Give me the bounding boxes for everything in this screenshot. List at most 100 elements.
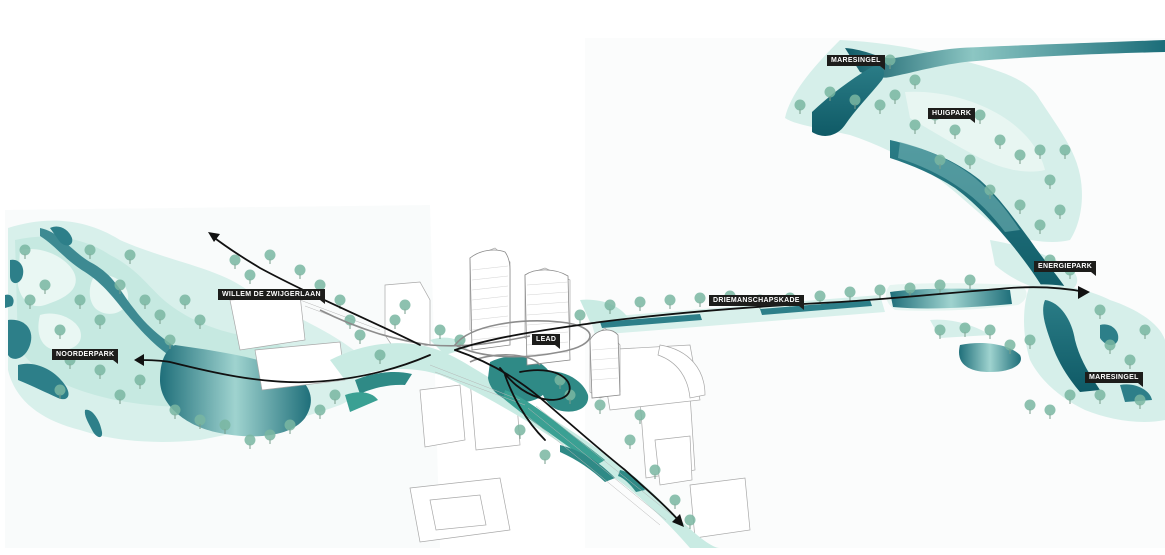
tree-trunk bbox=[599, 409, 601, 414]
tree-icon bbox=[194, 414, 206, 426]
tree-icon bbox=[244, 269, 256, 281]
tree-icon bbox=[1024, 334, 1036, 346]
tree-icon bbox=[169, 404, 181, 416]
tree-icon bbox=[314, 404, 326, 416]
tree-icon bbox=[1004, 339, 1016, 351]
tree-icon bbox=[554, 374, 566, 386]
tree-icon bbox=[1044, 174, 1056, 186]
tree-trunk bbox=[939, 334, 941, 339]
tree-trunk bbox=[969, 284, 971, 289]
tree-icon bbox=[389, 314, 401, 326]
tree-trunk bbox=[829, 96, 831, 101]
route-to-willem bbox=[211, 235, 421, 346]
tree-icon bbox=[314, 279, 326, 291]
tree-trunk bbox=[59, 334, 61, 339]
tree-icon bbox=[909, 119, 921, 131]
tree-trunk bbox=[334, 399, 336, 404]
tree-icon bbox=[1054, 204, 1066, 216]
tree-icon bbox=[1064, 389, 1076, 401]
tree-icon bbox=[874, 99, 886, 111]
tree-icon bbox=[1134, 394, 1146, 406]
tree-trunk bbox=[24, 254, 26, 259]
label-lead: LEAD bbox=[532, 334, 561, 349]
tree-icon bbox=[124, 249, 136, 261]
tree-trunk bbox=[979, 119, 981, 124]
tree-icon bbox=[154, 309, 166, 321]
tree-trunk bbox=[629, 444, 631, 449]
tree-trunk bbox=[639, 306, 641, 311]
tree-icon bbox=[964, 274, 976, 286]
arrow-left bbox=[134, 354, 144, 366]
tree-trunk bbox=[954, 134, 956, 139]
tree-trunk bbox=[1109, 349, 1111, 354]
tree-trunk bbox=[799, 109, 801, 114]
tree-trunk bbox=[654, 474, 656, 479]
tree-trunk bbox=[159, 319, 161, 324]
tree-trunk bbox=[119, 399, 121, 404]
tree-icon bbox=[354, 329, 366, 341]
arrow-down-right bbox=[672, 514, 684, 527]
label-huigpark: HUIGPARK bbox=[928, 108, 976, 123]
main-routes bbox=[137, 235, 1086, 523]
tree-trunk bbox=[269, 259, 271, 264]
tree-icon bbox=[1034, 144, 1046, 156]
tree-icon bbox=[664, 294, 676, 306]
tree-icon bbox=[74, 294, 86, 306]
tree-icon bbox=[54, 324, 66, 336]
tree-trunk bbox=[269, 439, 271, 444]
tree-trunk bbox=[1039, 229, 1041, 234]
tree-trunk bbox=[879, 294, 881, 299]
tree-trunk bbox=[934, 119, 936, 124]
arrow-up-left bbox=[208, 232, 220, 242]
tree-trunk bbox=[569, 399, 571, 404]
tree-icon bbox=[604, 299, 616, 311]
secondary-routes bbox=[319, 309, 591, 366]
tree-trunk bbox=[69, 364, 71, 369]
driemanschapskade-strip bbox=[590, 295, 885, 335]
tree-trunk bbox=[1009, 349, 1011, 354]
tree-trunk bbox=[359, 339, 361, 344]
tree-trunk bbox=[964, 332, 966, 337]
tree-trunk bbox=[29, 304, 31, 309]
tree-icon bbox=[264, 249, 276, 261]
tree-trunk bbox=[914, 84, 916, 89]
tree-icon bbox=[814, 290, 826, 302]
tree-icon bbox=[964, 154, 976, 166]
tree-icon bbox=[634, 409, 646, 421]
tree-icon bbox=[334, 294, 346, 306]
tree-icon bbox=[974, 109, 986, 121]
label-energiepark: ENERGIEPARK bbox=[1034, 261, 1097, 276]
tree-trunk bbox=[909, 292, 911, 297]
tree-trunk bbox=[1069, 274, 1071, 279]
tree-trunk bbox=[579, 319, 581, 324]
tree-trunk bbox=[914, 129, 916, 134]
tree-icon bbox=[849, 94, 861, 106]
tree-icon bbox=[514, 424, 526, 436]
tree-trunk bbox=[139, 384, 141, 389]
tree-trunk bbox=[1019, 159, 1021, 164]
tree-trunk bbox=[939, 289, 941, 294]
tree-icon bbox=[949, 124, 961, 136]
tree-icon bbox=[564, 389, 576, 401]
tree-trunk bbox=[544, 459, 546, 464]
tree-trunk bbox=[639, 419, 641, 424]
tree-icon bbox=[229, 254, 241, 266]
tree-icon bbox=[1094, 389, 1106, 401]
tree-icon bbox=[179, 294, 191, 306]
tree-icon bbox=[194, 314, 206, 326]
label-maresingel-top: MARESINGEL bbox=[827, 55, 885, 70]
tree-trunk bbox=[1064, 154, 1066, 159]
tree-trunk bbox=[939, 164, 941, 169]
tree-trunk bbox=[1144, 334, 1146, 339]
route-arrowheads bbox=[134, 232, 1090, 527]
tree-icon bbox=[889, 89, 901, 101]
tree-trunk bbox=[1019, 209, 1021, 214]
tree-trunk bbox=[989, 194, 991, 199]
tree-trunk bbox=[1029, 344, 1031, 349]
tree-trunk bbox=[849, 296, 851, 301]
tree-trunk bbox=[99, 324, 101, 329]
tree-trunk bbox=[349, 324, 351, 329]
route-south bbox=[454, 349, 681, 523]
tree-icon bbox=[824, 86, 836, 98]
tree-icon bbox=[374, 349, 386, 361]
